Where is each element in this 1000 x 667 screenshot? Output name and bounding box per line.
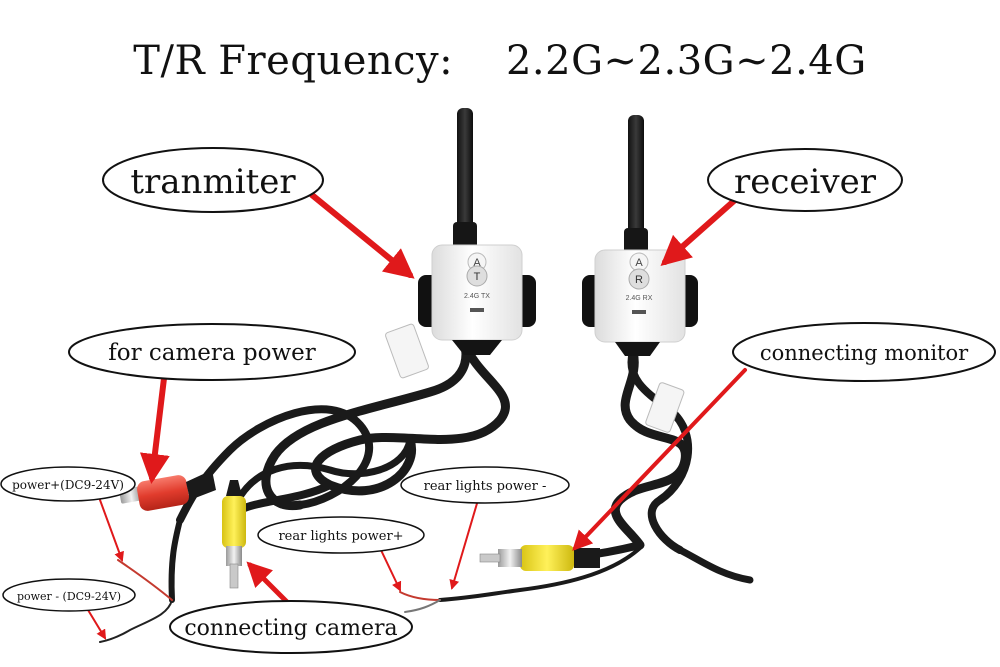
arrow-camera-power xyxy=(139,367,170,484)
dc-power-plug xyxy=(119,470,216,511)
tx-antenna xyxy=(457,108,473,248)
callout-power-plus-label: power+(DC9-24V) xyxy=(12,478,124,492)
arrow-monitor xyxy=(572,368,747,551)
rx-top-mark: A xyxy=(635,257,643,269)
callout-camera-power: for camera power xyxy=(68,323,356,381)
callout-transmitter-label: tranmiter xyxy=(130,162,296,202)
arrow-power-plus xyxy=(99,499,124,562)
pointer-arrows xyxy=(84,192,747,640)
callout-receiver: receiver xyxy=(707,148,903,212)
rx-badge: R xyxy=(635,274,643,286)
callout-power-minus: power - (DC9-24V) xyxy=(2,578,136,612)
callout-transmitter: tranmiter xyxy=(102,147,324,213)
monitor-rca-plug xyxy=(479,545,600,571)
callout-monitor: connecting monitor xyxy=(732,322,996,382)
callout-connecting-camera-label: connecting camera xyxy=(184,616,397,641)
callout-rear-minus-label: rear lights power - xyxy=(424,479,547,494)
tx-model: 2.4G TX xyxy=(464,293,490,300)
camera-rca-plug xyxy=(222,480,246,589)
page-title: T/R Frequency: 2.2G~2.3G~2.4G xyxy=(133,38,867,84)
arrow-connecting-camera xyxy=(246,561,293,608)
cable-tag xyxy=(645,382,685,433)
callout-power-minus-label: power - (DC9-24V) xyxy=(17,590,121,603)
callout-monitor-label: connecting monitor xyxy=(760,341,969,365)
power-leads xyxy=(99,559,441,643)
arrow-transmitter xyxy=(309,192,415,279)
callout-rear-plus-label: rear lights power+ xyxy=(278,529,403,544)
callout-camera-power-label: for camera power xyxy=(108,340,316,366)
tx-top-mark: A xyxy=(473,257,481,269)
rx-model: 2.4G RX xyxy=(626,295,653,302)
transmitter-device: A T 2.4G TX xyxy=(418,108,536,355)
arrow-receiver xyxy=(660,197,738,266)
callout-rear-minus: rear lights power - xyxy=(400,466,570,504)
cable-tag xyxy=(385,323,429,379)
arrow-rear-minus xyxy=(449,499,479,590)
receiver-device: A R 2.4G RX xyxy=(582,115,698,356)
callout-power-plus: power+(DC9-24V) xyxy=(0,466,136,502)
callout-connecting-camera: connecting camera xyxy=(169,600,413,654)
tx-badge: T xyxy=(474,271,481,283)
arrow-rear-plus xyxy=(379,547,402,592)
rx-antenna xyxy=(628,115,644,255)
callout-rear-plus: rear lights power+ xyxy=(257,516,425,554)
callout-receiver-label: receiver xyxy=(734,162,877,202)
